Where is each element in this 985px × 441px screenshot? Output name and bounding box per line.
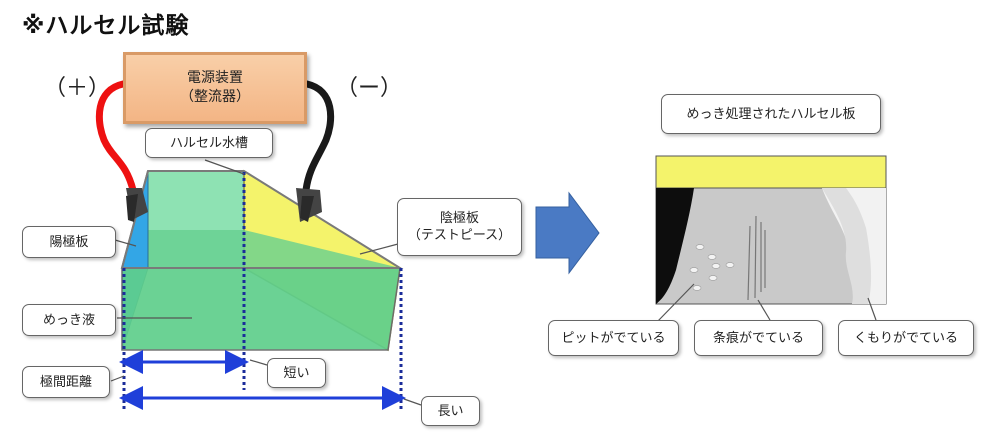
pit-mark — [707, 254, 717, 260]
pit-mark — [689, 267, 699, 273]
solution-label: めっき液 — [42, 312, 95, 328]
pointer-short — [249, 359, 268, 366]
panel-gradient-region — [822, 188, 872, 304]
cloudy-label: くもりがでている — [853, 330, 958, 346]
pit-mark — [711, 263, 721, 269]
pit-mark — [708, 275, 718, 281]
black-clamp-tip — [300, 196, 314, 222]
pointer-anode — [114, 239, 137, 247]
page-title: ※ハルセル試験 — [22, 13, 190, 39]
tank-label: ハルセル水槽 — [169, 135, 248, 151]
pointer-pits — [656, 283, 695, 323]
power-supply-label: 電源装置 — [187, 70, 243, 86]
red-clamp-tip — [126, 194, 138, 222]
power-supply-box: 電源装置 （整流器） — [123, 52, 307, 124]
solution-top — [122, 230, 400, 268]
pointer-cathode — [359, 243, 399, 255]
tank-front — [121, 267, 401, 351]
distance-label: 極間距離 — [39, 374, 92, 390]
minus-polarity-label: （ー） — [336, 76, 403, 101]
pointer-distance — [110, 375, 125, 382]
distance-callout: 極間距離 — [22, 366, 110, 398]
plated-panel-label: めっき処理されたハルセル板 — [686, 106, 856, 122]
cathode-callout: 陰極板 （テストピース） — [397, 198, 522, 256]
pits-callout: ピットがでている — [548, 320, 679, 356]
streak-mark — [754, 215, 757, 299]
cloudy-callout: くもりがでている — [838, 320, 974, 356]
black-wire — [302, 80, 335, 194]
pointer-streaks — [757, 299, 771, 321]
panel-black-region — [656, 188, 694, 304]
plated-panel-callout: めっき処理されたハルセル板 — [661, 94, 881, 134]
panel-yellow-band — [655, 155, 887, 189]
cathode-label: 陰極板 — [439, 211, 479, 226]
solution-callout: めっき液 — [22, 304, 116, 336]
cathode-sublabel: （テストピース） — [407, 228, 512, 243]
pointer-cloudy — [867, 297, 877, 321]
big-right-arrow — [535, 191, 600, 275]
tank-edge — [121, 170, 149, 269]
pit-mark — [725, 262, 735, 268]
pointer-long — [403, 398, 422, 406]
tank-callout: ハルセル水槽 — [145, 128, 273, 158]
anode-label: 陽極板 — [49, 234, 89, 250]
plus-polarity-label: （＋） — [44, 76, 111, 101]
pit-mark — [695, 244, 705, 250]
pits-label: ピットがでている — [561, 330, 666, 346]
long-callout: 長い — [421, 396, 480, 426]
streaks-callout: 条痕がでている — [694, 320, 823, 356]
streak-mark — [747, 225, 751, 301]
red-wire — [95, 80, 137, 194]
anode-callout: 陽極板 — [22, 226, 116, 258]
short-label: 短い — [283, 365, 310, 381]
pit-mark — [692, 285, 702, 291]
streaks-label: 条痕がでている — [712, 330, 804, 346]
long-label: 長い — [437, 403, 464, 419]
power-supply-sublabel: （整流器） — [180, 89, 250, 105]
short-callout: 短い — [267, 358, 326, 388]
pointer-tank — [204, 159, 245, 175]
